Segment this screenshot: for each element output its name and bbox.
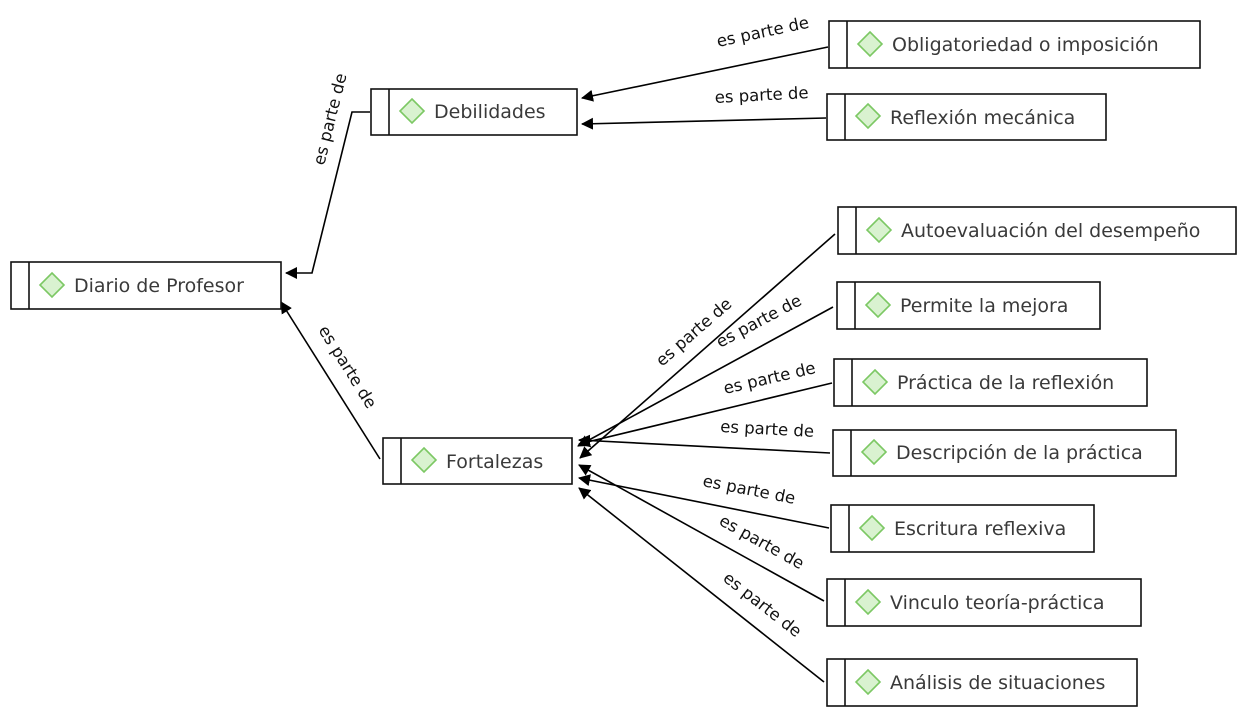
node-label: Reflexión mecánica <box>890 107 1075 129</box>
diamond-icon <box>854 668 882 696</box>
edge-label-debilidades: es parte de <box>309 71 350 167</box>
diamond-icon <box>865 216 893 244</box>
node-escritura-reflexiva[interactable]: Escritura reflexiva <box>830 504 1095 553</box>
node-label: Permite la mejora <box>900 295 1068 317</box>
diamond-icon <box>864 291 892 319</box>
node-permite-la-mejora[interactable]: Permite la mejora <box>836 281 1101 330</box>
node-fortalezas[interactable]: Fortalezas <box>382 437 573 485</box>
node-vinculo-teoria-practica[interactable]: Vinculo teoría-práctica <box>826 578 1142 627</box>
node-obligatoriedad[interactable]: Obligatoriedad o imposición <box>828 20 1201 69</box>
node-label: Práctica de la reflexión <box>897 372 1114 394</box>
edge-label-descripcion: es parte de <box>720 417 815 441</box>
edge-autoevaluacion-fortalezas <box>579 233 836 459</box>
diamond-icon <box>856 30 884 58</box>
node-debilidades[interactable]: Debilidades <box>370 88 578 136</box>
diamond-icon <box>858 514 886 542</box>
edge-mejora-fortalezas <box>577 306 834 447</box>
edge-obligatoriedad-debilidades <box>581 46 829 102</box>
node-practica-de-la-reflexion[interactable]: Práctica de la reflexión <box>833 358 1148 407</box>
diamond-icon <box>410 446 438 474</box>
edge-reflexion-debilidades <box>581 117 827 130</box>
diamond-icon <box>854 102 882 130</box>
edge-vinculo-fortalezas <box>578 464 825 602</box>
node-autoevaluacion[interactable]: Autoevaluación del desempeño <box>837 206 1237 255</box>
diamond-icon <box>860 438 888 466</box>
diamond-icon <box>861 368 889 396</box>
diamond-icon <box>854 588 882 616</box>
node-analisis-de-situaciones[interactable]: Análisis de situaciones <box>826 658 1138 707</box>
nodes: Diario de Profesor Debilidades Fortaleza… <box>10 20 1237 707</box>
edge-label-practica: es parte de <box>722 358 818 398</box>
edge-analisis-fortalezas <box>578 487 825 683</box>
edge-escritura-fortalezas <box>578 474 830 529</box>
edge-label-fortalezas: es parte de <box>315 322 381 412</box>
node-reflexion-mecanica[interactable]: Reflexión mecánica <box>826 93 1107 141</box>
node-label: Fortalezas <box>446 451 543 473</box>
node-diario-de-profesor[interactable]: Diario de Profesor <box>10 261 282 310</box>
node-descripcion-de-la-practica[interactable]: Descripción de la práctica <box>832 429 1177 477</box>
edge-label-analisis: es parte de <box>720 568 806 641</box>
node-label: Obligatoriedad o imposición <box>892 34 1159 56</box>
edge-practica-fortalezas <box>578 382 833 448</box>
node-label: Escritura reflexiva <box>894 518 1066 540</box>
node-label: Descripción de la práctica <box>896 442 1143 464</box>
node-label: Vinculo teoría-práctica <box>890 592 1104 614</box>
node-label: Autoevaluación del desempeño <box>901 220 1200 242</box>
diamond-icon <box>398 97 426 125</box>
edge-fortalezas-diario <box>280 301 381 460</box>
edge-label-escritura: es parte de <box>701 471 797 508</box>
edge-label-obligatoriedad: es parte de <box>715 13 811 51</box>
node-label: Diario de Profesor <box>74 275 244 297</box>
node-label: Debilidades <box>434 101 546 123</box>
edge-descripcion-fortalezas <box>578 434 831 454</box>
diamond-icon <box>38 271 66 299</box>
edge-label-reflexion-mecanica: es parte de <box>714 83 809 107</box>
edge-debilidades-diario <box>285 111 370 279</box>
node-label: Análisis de situaciones <box>890 672 1105 694</box>
